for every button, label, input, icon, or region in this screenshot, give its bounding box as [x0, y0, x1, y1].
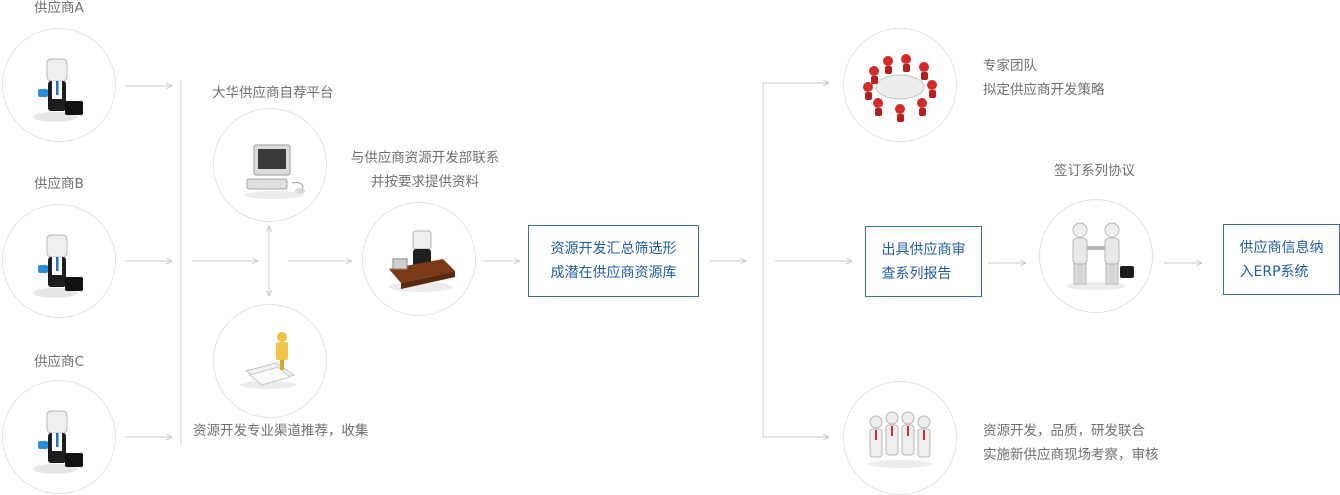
team-group-icon: [868, 411, 932, 468]
pool-line-2: 成潜在供应商资源库: [550, 265, 677, 281]
audit-line-1: 资源开发，品质，研发联合: [983, 423, 1145, 439]
supplier-c-label: 供应商C: [34, 354, 84, 370]
supplier-c-circle: [2, 380, 116, 494]
contact-circle: [362, 202, 476, 316]
agreement-circle: [1039, 199, 1153, 313]
report-line-1: 出具供应商审: [881, 241, 966, 258]
expert-line-2: 拟定供应商开发策略: [983, 82, 1105, 98]
audit-circle: [843, 381, 957, 495]
platform-label: 大华供应商自荐平台: [212, 85, 334, 101]
pool-line-1: 资源开发汇总筛选形: [550, 241, 677, 257]
businessman-icon: [33, 410, 83, 474]
resource-pool-box: 资源开发汇总筛选形 成潜在供应商资源库: [528, 225, 699, 297]
erp-box: 供应商信息纳 入ERP系统: [1223, 224, 1340, 295]
office-desk-icon: [389, 230, 455, 292]
key-documents-icon: [240, 332, 296, 389]
expert-text: 专家团队 拟定供应商开发策略: [983, 54, 1105, 102]
businessman-icon: [33, 234, 83, 298]
agreement-label: 签订系列协议: [1054, 163, 1135, 179]
channel-label: 资源开发专业渠道推荐，收集: [193, 423, 369, 439]
contact-line-2: 并按要求提供资料: [371, 174, 479, 190]
expert-circle: [843, 28, 957, 142]
supplier-a-label: 供应商A: [34, 0, 84, 16]
audit-line-2: 实施新供应商现场考察，审核: [983, 447, 1159, 463]
contact-text: 与供应商资源开发部联系 并按要求提供资料: [340, 146, 510, 194]
platform-circle: [213, 108, 327, 222]
erp-line-2: 入ERP系统: [1239, 263, 1309, 280]
handshake-icon: [1066, 222, 1134, 290]
supplier-a-circle: [2, 28, 116, 142]
expert-line-1: 专家团队: [983, 58, 1037, 74]
erp-line-1: 供应商信息纳: [1239, 239, 1324, 256]
channel-circle: [213, 304, 327, 418]
audit-report-box: 出具供应商审 查系列报告: [865, 226, 982, 297]
businessman-icon: [33, 58, 83, 122]
supplier-b-label: 供应商B: [34, 176, 84, 192]
audit-text: 资源开发，品质，研发联合 实施新供应商现场考察，审核: [983, 419, 1159, 467]
computer-icon: [244, 144, 305, 199]
contact-line-1: 与供应商资源开发部联系: [350, 150, 500, 166]
report-line-2: 查系列报告: [881, 265, 952, 282]
supplier-b-circle: [2, 204, 116, 318]
team-meeting-icon: [863, 54, 937, 122]
